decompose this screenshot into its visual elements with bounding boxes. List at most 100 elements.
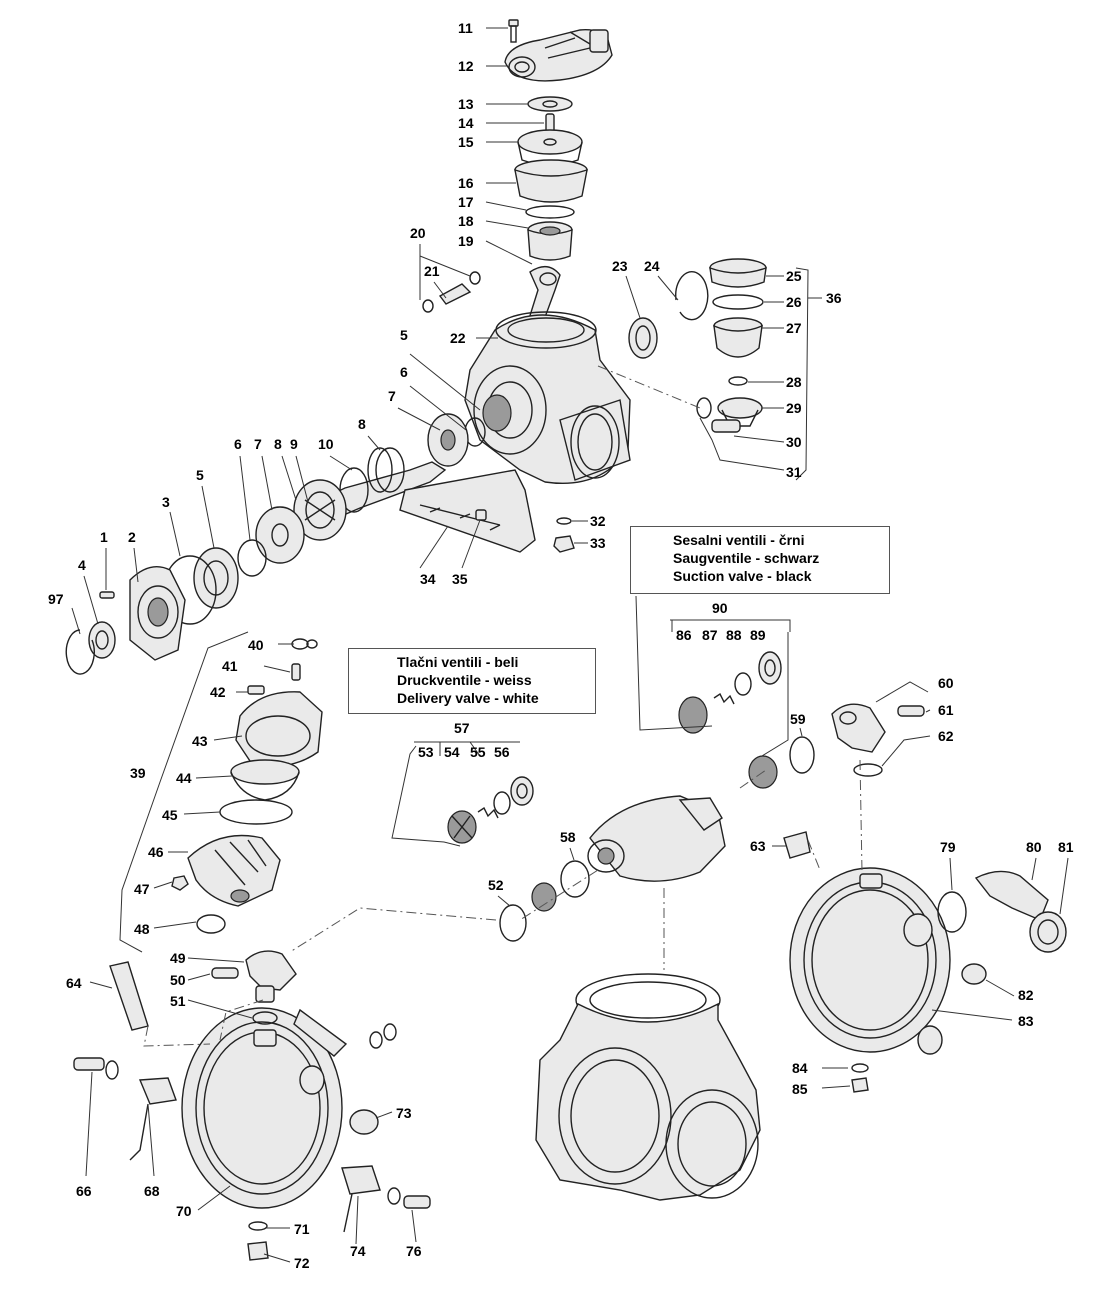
part-label: 54 [444,744,460,760]
part-label: 51 [170,993,186,1009]
delivery-callout-line-sl: Tlačni ventili - beli [397,654,519,670]
part-label: 6 [234,436,242,452]
part-label: 36 [826,290,842,306]
part-label: 7 [388,388,396,404]
part-label: 73 [396,1105,412,1121]
delivery-callout-line-en: Delivery valve - white [397,690,539,706]
damper-assembly [119,631,323,953]
part-label: 39 [130,765,146,781]
part-label: 13 [458,96,474,112]
part-label: 61 [938,702,954,718]
main-housing [427,311,631,484]
part-label: 76 [406,1243,422,1259]
part-label: 80 [1026,839,1042,855]
part-label: 16 [458,175,474,191]
part-label: 15 [458,134,474,150]
part-label: 52 [488,877,504,893]
part-label: 3 [162,494,170,510]
part-label: 71 [294,1221,310,1237]
part-label: 97 [48,591,64,607]
part-label: 82 [1018,987,1034,1003]
suction-valve-callout: Sesalni ventili - črni Saugventile - sch… [630,526,890,594]
head-assembly [504,19,613,323]
part-label: 5 [400,327,408,343]
part-label: 24 [644,258,660,274]
part-label: 49 [170,950,186,966]
part-label: 6 [400,364,408,380]
part-label: 8 [274,436,282,452]
part-label: 12 [458,58,474,74]
part-label: 41 [222,658,238,674]
part-label: 28 [786,374,802,390]
suction-callout-line-sl: Sesalni ventili - črni [673,532,805,548]
part-label: 1 [100,529,108,545]
suction-callout-line-en: Suction valve - black [673,568,812,584]
part-label: 46 [148,844,164,860]
part-label: 66 [76,1183,92,1199]
part-label: 89 [750,627,766,643]
part-label: 70 [176,1203,192,1219]
part-label: 64 [66,975,82,991]
part-label: 5 [196,467,204,483]
part-label: 74 [350,1243,366,1259]
part-label: 55 [470,744,486,760]
part-label: 2 [128,529,136,545]
part-label: 85 [792,1081,808,1097]
part-label: 87 [702,627,718,643]
part-label: 10 [318,436,334,452]
right-tank-ring [783,831,1067,1093]
part-label: 56 [494,744,510,760]
part-label: 32 [590,513,606,529]
part-label: 53 [418,744,434,760]
part-label: 57 [454,720,470,736]
part-label: 22 [450,330,466,346]
part-label: 29 [786,400,802,416]
part-label: 84 [792,1060,808,1076]
part-label: 72 [294,1255,310,1271]
delivery-valve-callout: Tlačni ventili - beli Druckventile - wei… [348,648,596,714]
part-label: 14 [458,115,474,131]
part-label: 47 [134,881,150,897]
part-label: 4 [78,557,86,573]
part-label: 34 [420,571,436,587]
part-label: 58 [560,829,576,845]
part-label: 21 [424,263,440,279]
leader-lines [71,27,1069,1263]
part-label: 8 [358,416,366,432]
part-label: 86 [676,627,692,643]
suction-callout-line-de: Saugventile - schwarz [673,550,820,566]
part-label: 50 [170,972,186,988]
part-label: 7 [254,436,262,452]
part-label: 83 [1018,1013,1034,1029]
part-label: 59 [790,711,806,727]
delivery-valve-stack [447,776,590,942]
manifold-cover [587,651,925,882]
part-label: 40 [248,637,264,653]
part-label: 33 [590,535,606,551]
part-label: 31 [786,464,802,480]
part-label: 19 [458,233,474,249]
part-label: 27 [786,320,802,336]
part-label: 30 [786,434,802,450]
part-label: 60 [938,675,954,691]
crankshaft-assembly [293,447,536,553]
part-label: 17 [458,194,474,210]
part-label: 88 [726,627,742,643]
suction-stack [422,258,767,553]
part-label: 48 [134,921,150,937]
delivery-callout-line-de: Druckventile - weiss [397,672,532,688]
lower-center-housing [535,973,761,1201]
part-label: 90 [712,600,728,616]
part-label: 81 [1058,839,1074,855]
part-label: 42 [210,684,226,700]
part-label: 68 [144,1183,160,1199]
part-label: 43 [192,733,208,749]
part-label: 25 [786,268,802,284]
part-label: 63 [750,838,766,854]
part-label: 44 [176,770,192,786]
part-label: 18 [458,213,474,229]
part-label: 11 [458,20,473,36]
part-label: 20 [410,225,426,241]
part-label: 23 [612,258,628,274]
